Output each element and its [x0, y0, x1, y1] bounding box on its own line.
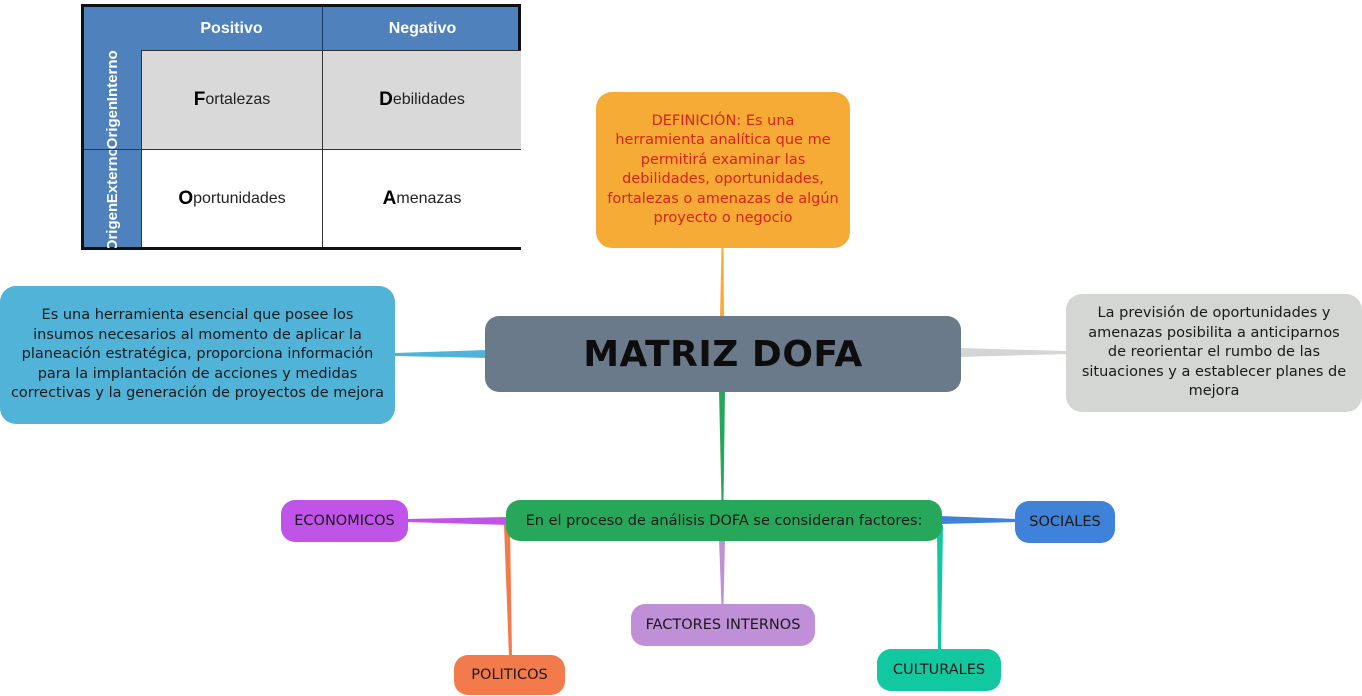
cell-initial: D: [379, 89, 393, 110]
connector-sociales: [940, 516, 1017, 524]
factor-label: POLITICOS: [471, 667, 548, 683]
right-description-text: La previsión de oportunidades y amenazas…: [1081, 305, 1347, 400]
central-topic-node[interactable]: MATRIZ DOFA: [485, 316, 961, 392]
swot-table: Positivo Negativo Origen Interno Origen …: [81, 4, 521, 250]
row-label-line1: Origen: [103, 100, 121, 149]
factor-sociales-node[interactable]: SOCIALES: [1015, 501, 1115, 543]
factor-label: FACTORES INTERNOS: [645, 617, 801, 633]
row-label-vertical: Origen Externo: [103, 149, 122, 248]
central-topic-title: MATRIZ DOFA: [583, 333, 863, 375]
header-negativo: Negativo: [322, 7, 522, 50]
factor-label: CULTURALES: [892, 662, 986, 678]
definition-text: DEFINICIÓN: Es una herramienta analítica…: [607, 112, 839, 227]
definition-node[interactable]: DEFINICIÓN: Es una herramienta analítica…: [596, 92, 850, 248]
row-label-line2: Externo: [103, 149, 121, 203]
cell-initial: A: [382, 187, 397, 209]
factor-economicos-node[interactable]: ECONOMICOS: [281, 500, 408, 542]
cell-initial: F: [193, 89, 206, 110]
row-label-line2: Interno: [103, 50, 121, 101]
connector-factors: [719, 390, 725, 502]
factors-node[interactable]: En el proceso de análisis DOFA se consid…: [506, 500, 942, 541]
connector-culturales: [937, 525, 943, 651]
connector-politicos: [504, 525, 512, 657]
factor-label: ECONOMICOS: [294, 513, 395, 529]
left-description-node[interactable]: Es una herramienta esencial que posee lo…: [0, 286, 395, 424]
cell-text: menazas: [396, 189, 462, 207]
factor-label: SOCIALES: [1029, 514, 1101, 530]
connector-internos: [719, 539, 725, 606]
connector-right-description: [959, 348, 1068, 357]
connector-definition: [720, 248, 724, 318]
row-label-line1: Origen: [103, 202, 121, 248]
row-label-origen-externo: Origen Externo: [84, 149, 141, 248]
factor-politicos-node[interactable]: POLITICOS: [454, 655, 565, 695]
connector-left-description: [395, 350, 487, 358]
cell-text: ebilidades: [392, 91, 465, 108]
row-label-origen-interno: Origen Interno: [84, 50, 141, 149]
cell-initial: O: [178, 187, 194, 209]
right-description-node[interactable]: La previsión de oportunidades y amenazas…: [1066, 294, 1362, 412]
factor-internos-node[interactable]: FACTORES INTERNOS: [631, 604, 815, 646]
header-positivo: Positivo: [200, 19, 263, 37]
factors-text: En el proceso de análisis DOFA se consid…: [525, 512, 923, 529]
left-description-text: Es una herramienta esencial que posee lo…: [10, 307, 385, 402]
cell-text: portunidades: [193, 189, 286, 207]
connector-economicos: [406, 517, 508, 525]
factor-culturales-node[interactable]: CULTURALES: [877, 649, 1001, 691]
row-label-vertical: Origen Interno: [104, 50, 122, 149]
cell-text: ortalezas: [205, 91, 271, 108]
